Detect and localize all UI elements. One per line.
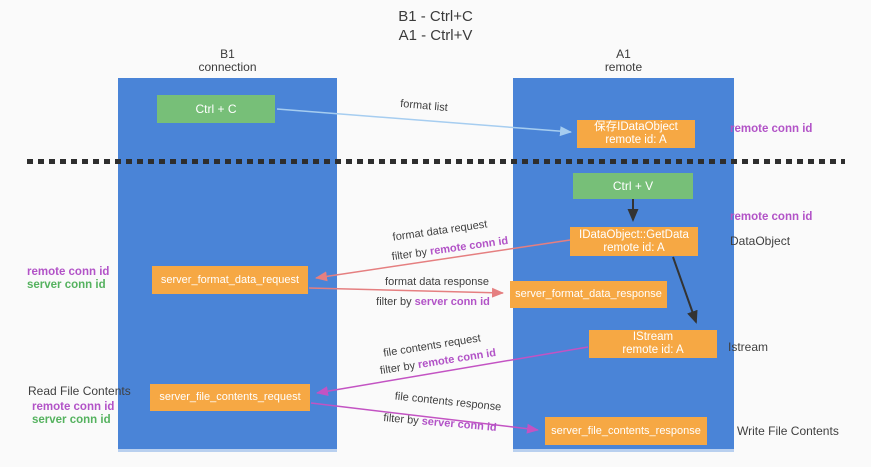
filter-by-text: filter by [379, 359, 420, 378]
remote-conn-id-label-right-1: remote conn id [730, 123, 813, 135]
node-istream-line2: remote id: A [622, 344, 684, 356]
column-a1-role: remote [604, 60, 643, 74]
node-ctrl-v: Ctrl + V [573, 173, 693, 199]
server-conn-id-label-left-2: server conn id [32, 414, 111, 426]
node-saved-dataobject: 保存IDataObject remote id: A [577, 120, 695, 148]
node-getdata-line1: IDataObject::GetData [579, 228, 689, 241]
filter-by-text: filter by [382, 412, 423, 428]
page-title: B1 - Ctrl+C A1 - Ctrl+V [0, 7, 871, 45]
title-line-2: A1 - Ctrl+V [398, 27, 473, 44]
filter-server-conn-label-2: filter by server conn id [383, 412, 497, 434]
format-response-arrow [308, 287, 504, 298]
filter-by-text: filter by [391, 245, 431, 264]
column-b1-name: B1 [220, 47, 235, 61]
node-format-response: server_format_data_response [510, 281, 667, 308]
node-format-response-label: server_format_data_response [515, 288, 662, 300]
node-format-request-label: server_format_data_request [160, 273, 300, 286]
remote-conn-id-label-left-1: remote conn id [27, 266, 110, 278]
node-ctrl-c: Ctrl + C [157, 95, 275, 123]
node-ctrl-v-label: Ctrl + V [612, 178, 654, 193]
conn-id-pair-left-1: remote conn id server conn id [27, 266, 109, 292]
format-data-response-label: format data response [385, 276, 489, 288]
write-file-contents-label: Write File Contents [737, 424, 839, 438]
remote-conn-id-highlight: remote conn id [429, 234, 509, 258]
server-conn-id-highlight: server conn id [414, 296, 490, 308]
node-format-request: server_format_data_request [152, 266, 308, 294]
format-list-label: format list [399, 97, 449, 115]
column-a1-name: A1 [616, 47, 631, 61]
filter-by-text: filter by [376, 296, 415, 308]
read-file-contents-label: Read File Contents [28, 384, 131, 398]
server-conn-id-highlight: server conn id [421, 415, 498, 434]
title-line-1: B1 - Ctrl+C [398, 8, 473, 25]
conn-id-pair-left-2: remote conn id server conn id [32, 401, 114, 427]
remote-conn-id-label-right-2: remote conn id [730, 211, 813, 223]
remote-conn-id-label-left-2: remote conn id [32, 401, 115, 413]
column-header-a1: A1 remote [513, 48, 734, 74]
node-getdata: IDataObject::GetData remote id: A [570, 227, 698, 256]
node-saved-dataobject-line2: remote id: A [605, 134, 667, 146]
node-saved-dataobject-line1: 保存IDataObject [594, 121, 678, 133]
column-b1-role: connection [198, 60, 257, 74]
istream-label: Istream [728, 340, 769, 354]
file-contents-response-label: file contents response [394, 390, 502, 414]
server-conn-id-label-left-1: server conn id [27, 279, 106, 291]
column-header-b1: B1 connection [118, 48, 337, 74]
node-getdata-line2: remote id: A [603, 241, 665, 254]
node-file-response-label: server_file_contents_response [551, 424, 701, 437]
node-ctrl-c-label: Ctrl + C [195, 101, 237, 116]
node-file-request: server_file_contents_request [150, 384, 310, 411]
filter-server-conn-label-1: filter by server conn id [376, 296, 490, 308]
trust-boundary-dashed-line [27, 159, 845, 164]
node-istream: IStream remote id: A [589, 330, 717, 358]
node-file-response: server_file_contents_response [545, 417, 707, 445]
node-file-request-label: server_file_contents_request [159, 391, 301, 403]
dataobject-label: DataObject [730, 234, 791, 248]
node-istream-line1: IStream [632, 331, 674, 343]
